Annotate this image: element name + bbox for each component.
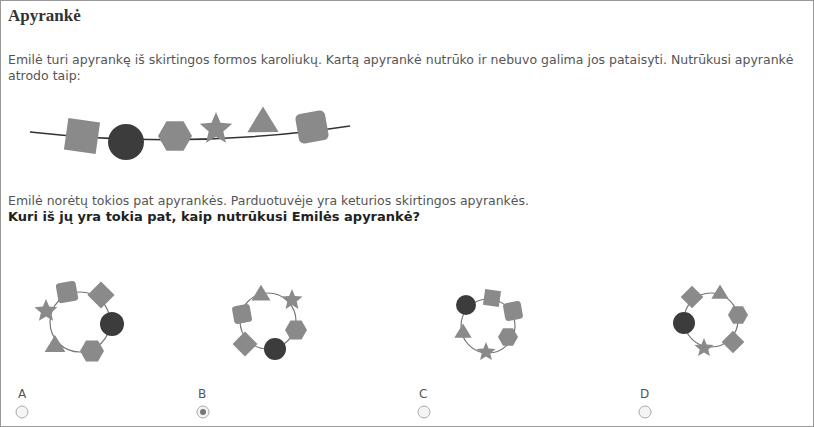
page-title: Apyrankė — [8, 8, 408, 24]
question-text: Emilė norėtų tokios pat apyrankės. Pardu… — [8, 193, 808, 209]
circle-bead — [673, 312, 695, 334]
triangle-bead — [711, 285, 728, 299]
rounded-square-bead — [55, 280, 78, 303]
hexagon-bead — [80, 341, 104, 362]
option-letter: A — [18, 386, 26, 402]
triangle-bead — [252, 285, 271, 301]
option-letter: C — [419, 386, 427, 402]
triangle-bead — [454, 324, 471, 338]
circle-bead — [108, 124, 144, 160]
hexagon-bead — [728, 306, 748, 323]
radio-button — [197, 406, 209, 418]
option-letter: B — [198, 386, 206, 402]
star-bead — [35, 299, 58, 321]
rounded-square-bead — [295, 110, 330, 145]
triangle-bead — [247, 107, 278, 133]
diamond-bead — [722, 331, 745, 354]
star-bead — [477, 342, 496, 360]
star-bead — [695, 338, 714, 356]
circle-bead — [100, 312, 124, 336]
radio-button — [639, 406, 651, 418]
diamond-bead — [681, 286, 704, 309]
radio-button — [16, 406, 28, 418]
rounded-square-bead — [232, 304, 253, 325]
question-text: Kuri iš jų yra tokia pat, kaip nutrūkusi… — [8, 209, 808, 225]
diamond-bead — [233, 332, 258, 357]
hexagon-bead — [498, 328, 518, 345]
triangle-bead — [45, 335, 66, 352]
radio-button — [418, 406, 430, 418]
rounded-square-bead — [503, 301, 524, 322]
hexagon-bead — [285, 321, 307, 340]
square-bead — [64, 118, 100, 154]
star-bead — [282, 289, 303, 309]
radio-dot — [200, 409, 206, 415]
circle-bead — [264, 338, 286, 360]
circle-bead — [456, 295, 476, 315]
question-text: Emilė turi apyrankę iš skirtingos formos… — [8, 52, 808, 84]
option-letter: D — [640, 386, 649, 402]
square-bead — [483, 289, 501, 307]
hexagon-bead — [158, 121, 192, 150]
diamond-bead — [87, 281, 114, 308]
star-bead — [200, 112, 232, 143]
